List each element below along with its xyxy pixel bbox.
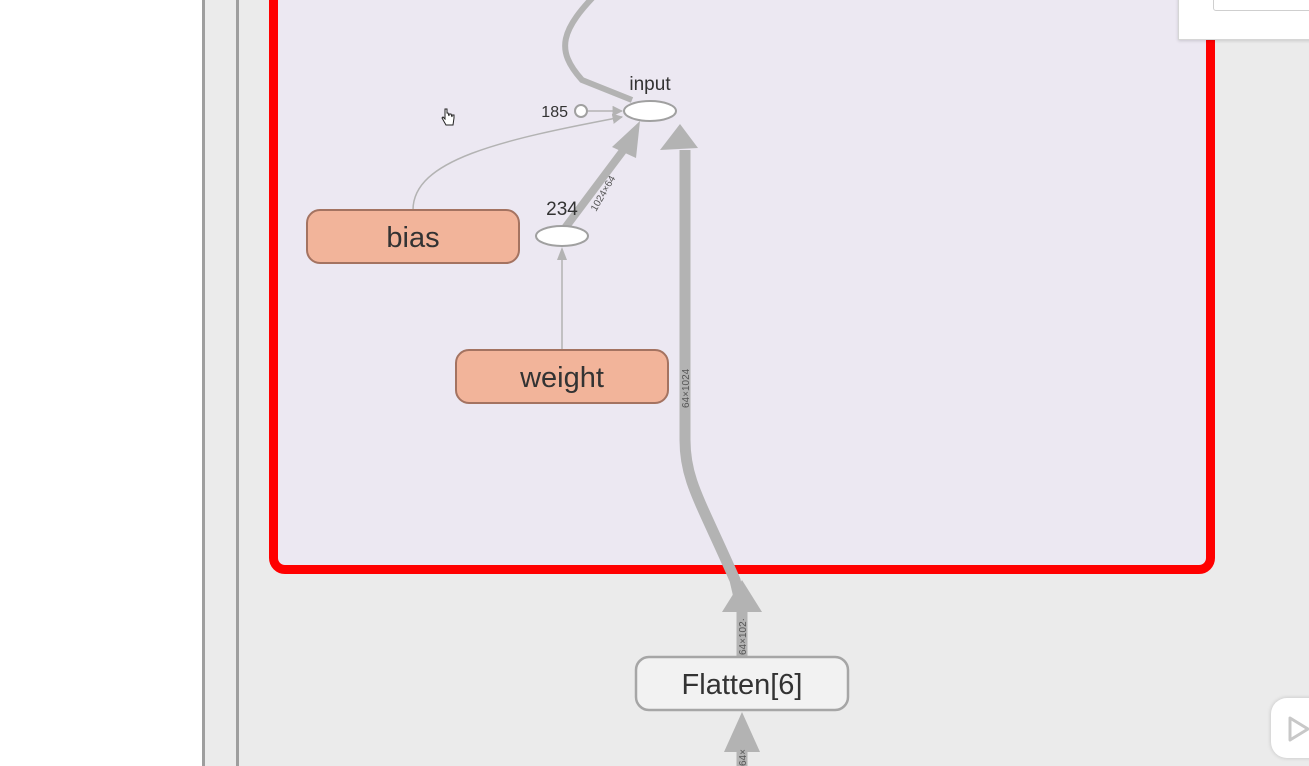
edge-into-flatten-arrow [724,712,760,752]
edge-from-above [562,0,634,103]
panel-border-inner [236,0,239,766]
const-185-node[interactable] [574,104,588,118]
edge-flatten-to-input [679,150,748,612]
weight-node[interactable] [455,349,669,404]
edge-label-flatten-input: 64×1024 [681,368,692,408]
edge-flatten-to-input-arrow [660,124,698,150]
bias-node[interactable] [306,209,520,264]
flatten-node[interactable] [634,655,850,712]
edge-weight-to-234-arrow [557,247,567,260]
edge-label-flatten-in-upper: 64×102· [738,618,749,655]
floating-widget[interactable] [1271,698,1309,758]
flatten-node-label: Flatten[6] [682,669,803,701]
info-panel[interactable] [1178,0,1309,40]
bias-node-label: bias [386,222,439,254]
edge-234-to-input-arrow [612,121,640,158]
edge-bias-to-input [412,113,624,211]
edge-label-flatten-in-lower: 64× [738,749,749,766]
weight-node-label: weight [519,362,604,394]
input-node-label: input [629,74,671,95]
panel-border-left [202,0,205,766]
const-185-label: 185 [541,104,568,121]
edge-flatten-to-group-arrow [722,580,762,612]
left-margin [0,0,202,766]
input-node[interactable] [623,100,677,122]
node-234[interactable] [535,225,589,247]
node-234-label: 234 [546,199,578,220]
play-icon [1288,716,1309,742]
hand-pointer-icon [441,108,455,126]
info-panel-field[interactable] [1213,0,1309,11]
expanded-layer-group[interactable] [269,0,1215,574]
edge-234-to-input [561,145,629,231]
